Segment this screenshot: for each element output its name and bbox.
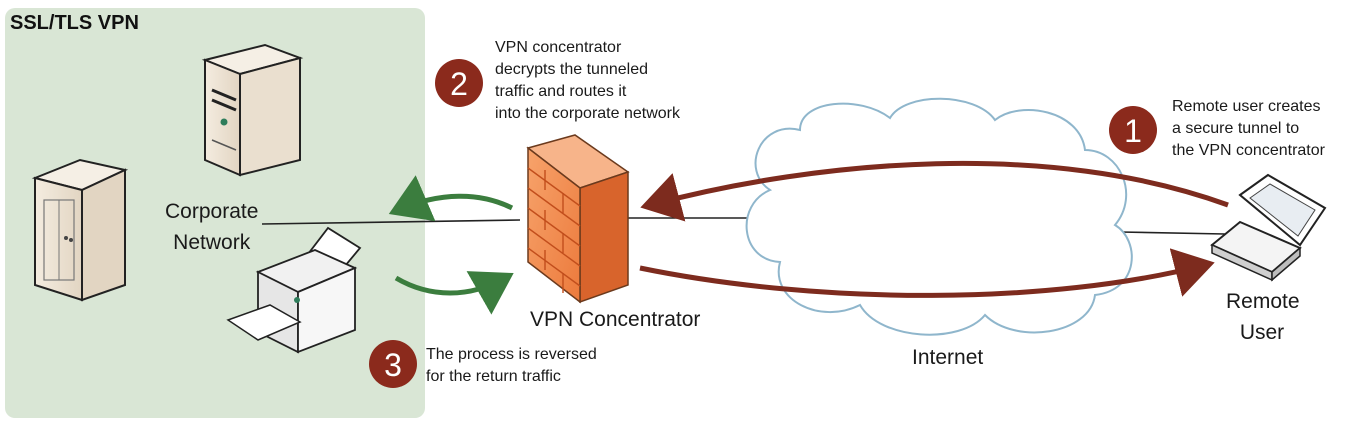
step-2-line-1: VPN concentrator (495, 39, 622, 56)
tunnel-arrow-outbound (640, 160, 1229, 222)
step-1-line-1: Remote user creates (1172, 98, 1321, 115)
vpn-concentrator-label: VPN Concentrator (530, 308, 701, 331)
remote-link-line (1119, 231, 1226, 235)
laptop-icon (1210, 173, 1327, 282)
tunnel-arrow-inbound (639, 248, 1215, 298)
step-1-line-2: a secure tunnel to (1172, 120, 1300, 137)
return-arrow-to-network (388, 175, 514, 222)
remote-user-label-line-2: User (1239, 321, 1285, 344)
step-1-badge: 1 (1109, 106, 1157, 154)
step-2-description: VPN concentrator decrypts the tunneled t… (495, 37, 680, 125)
step-2-badge: 2 (435, 59, 483, 107)
server-icon (201, 43, 304, 177)
step-3-badge: 3 (369, 340, 417, 388)
internet-cloud-icon (745, 97, 1133, 336)
step-3-line-2: for the return traffic (426, 368, 561, 385)
step-1-description: Remote user creates a secure tunnel to t… (1172, 96, 1325, 162)
step-3-description: The process is reversed for the return t… (426, 344, 597, 388)
vpn-concentrator-firewall-icon (526, 134, 630, 304)
step-2-line-3: traffic and routes it (495, 83, 627, 100)
step-2-number: 2 (450, 66, 468, 102)
remote-user-label-line-1: Remote (1226, 290, 1300, 313)
return-arrow-to-concentrator (394, 271, 514, 315)
step-3-number: 3 (384, 347, 402, 383)
step-2-line-2: decrypts the tunneled (495, 61, 648, 78)
corporate-link-line (261, 219, 521, 225)
step-2-line-4: into the corporate network (495, 105, 680, 122)
zone-title: SSL/TLS VPN (10, 12, 139, 34)
internet-label: Internet (912, 346, 984, 369)
corporate-network-label-line-1: Corporate (165, 200, 259, 223)
printer-icon (226, 226, 362, 354)
corporate-network-label: Corporate Network (165, 196, 258, 258)
step-3-line-1: The process is reversed (426, 346, 597, 363)
remote-user-label: Remote User (1226, 286, 1300, 348)
rack-server-icon (31, 158, 129, 302)
corporate-network-label-line-2: Network (173, 231, 251, 254)
step-1-line-3: the VPN concentrator (1172, 142, 1325, 159)
step-1-number: 1 (1124, 113, 1142, 149)
